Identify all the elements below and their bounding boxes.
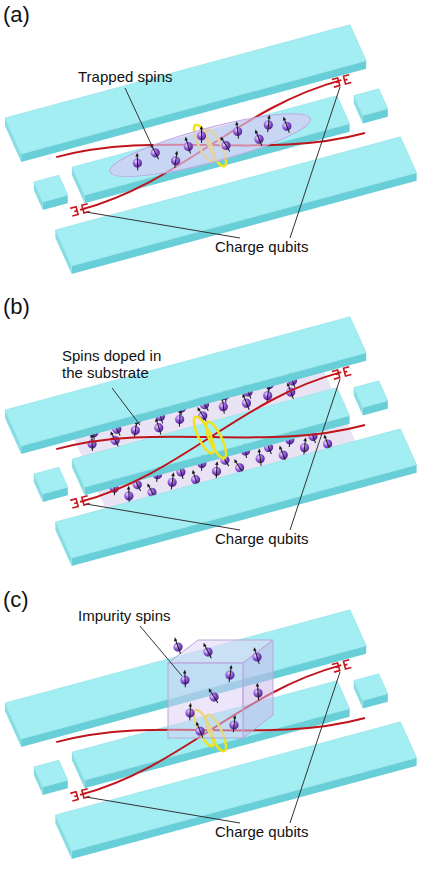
spin — [148, 142, 161, 161]
spin — [206, 686, 220, 705]
panel-a — [5, 25, 417, 274]
leader-line — [112, 388, 140, 425]
waveguide — [5, 317, 417, 566]
spin — [262, 114, 276, 133]
spin — [252, 647, 263, 665]
callout-label: Charge qubits — [215, 823, 308, 840]
panel-c — [5, 610, 417, 859]
spin — [218, 134, 232, 153]
impurity-crystal — [168, 636, 273, 738]
callout-label: Trapped spins — [78, 68, 173, 85]
spin — [201, 641, 214, 660]
spin — [253, 128, 265, 146]
callout-label: Spins doped in the substrate — [62, 347, 174, 382]
spin — [169, 150, 183, 169]
spin — [172, 636, 183, 654]
spin — [232, 121, 243, 139]
callout-label: Charge qubits — [215, 238, 308, 255]
leader-line — [86, 212, 240, 238]
trap-region — [103, 102, 317, 188]
panel-letter: (c) — [3, 587, 29, 612]
panel-letter: (a) — [3, 2, 30, 27]
panel-letter: (b) — [3, 294, 30, 319]
spin — [194, 720, 206, 738]
waveguide — [5, 610, 417, 859]
spin — [179, 669, 191, 687]
spin — [223, 664, 237, 683]
leader-line — [125, 88, 152, 146]
waveguide — [5, 25, 417, 274]
trapped-spin-cloud — [101, 98, 317, 189]
cube-front — [168, 663, 243, 738]
leader-line — [290, 672, 340, 823]
panel-b — [5, 317, 417, 566]
callout-label: Charge qubits — [215, 530, 308, 547]
spin — [195, 125, 208, 144]
leader-line — [290, 87, 340, 238]
leader-line — [86, 797, 240, 823]
spin — [183, 136, 194, 154]
cube-side — [243, 640, 273, 738]
callout-label: Impurity spins — [78, 607, 171, 624]
spin — [227, 714, 241, 733]
spin — [132, 152, 144, 170]
spin — [184, 702, 197, 721]
leader-line — [290, 379, 340, 530]
leader-line — [86, 504, 240, 530]
spin — [281, 116, 292, 134]
leader-line — [140, 626, 182, 676]
spin — [252, 682, 263, 700]
